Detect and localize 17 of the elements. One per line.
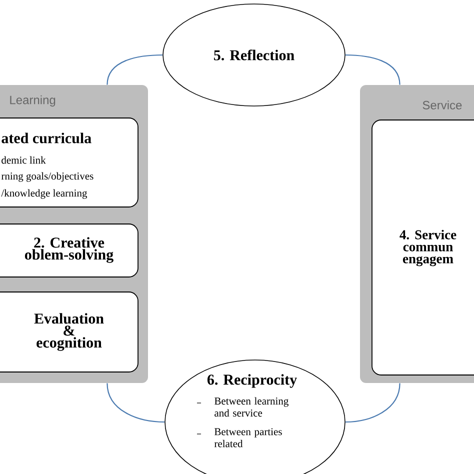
connector-line (106, 54, 163, 85)
connector-line (345, 54, 400, 85)
bullet-text: Between parties related (214, 428, 282, 448)
box-title: 2. Creative oblem-solving (24, 237, 114, 263)
box-title: ated curricula (2, 132, 92, 144)
group-label: Learning (10, 95, 56, 107)
box-title: Evaluation & ecognition (34, 313, 104, 351)
bullet-text: /knowledge learning (1, 189, 88, 199)
bullet-text: Between learning and service (214, 397, 288, 417)
ellipse-title: 6. Reciprocity (207, 374, 297, 388)
box-title: 4. Service commun engagem (400, 230, 456, 266)
ellipse-title: 5. Reflection (214, 50, 294, 60)
group-label: Service (422, 100, 462, 110)
connector-line (106, 383, 165, 423)
bullet-text: demic link (2, 156, 46, 164)
bullet-text: rning goals/objectives (1, 172, 94, 182)
connector-line (345, 383, 400, 423)
